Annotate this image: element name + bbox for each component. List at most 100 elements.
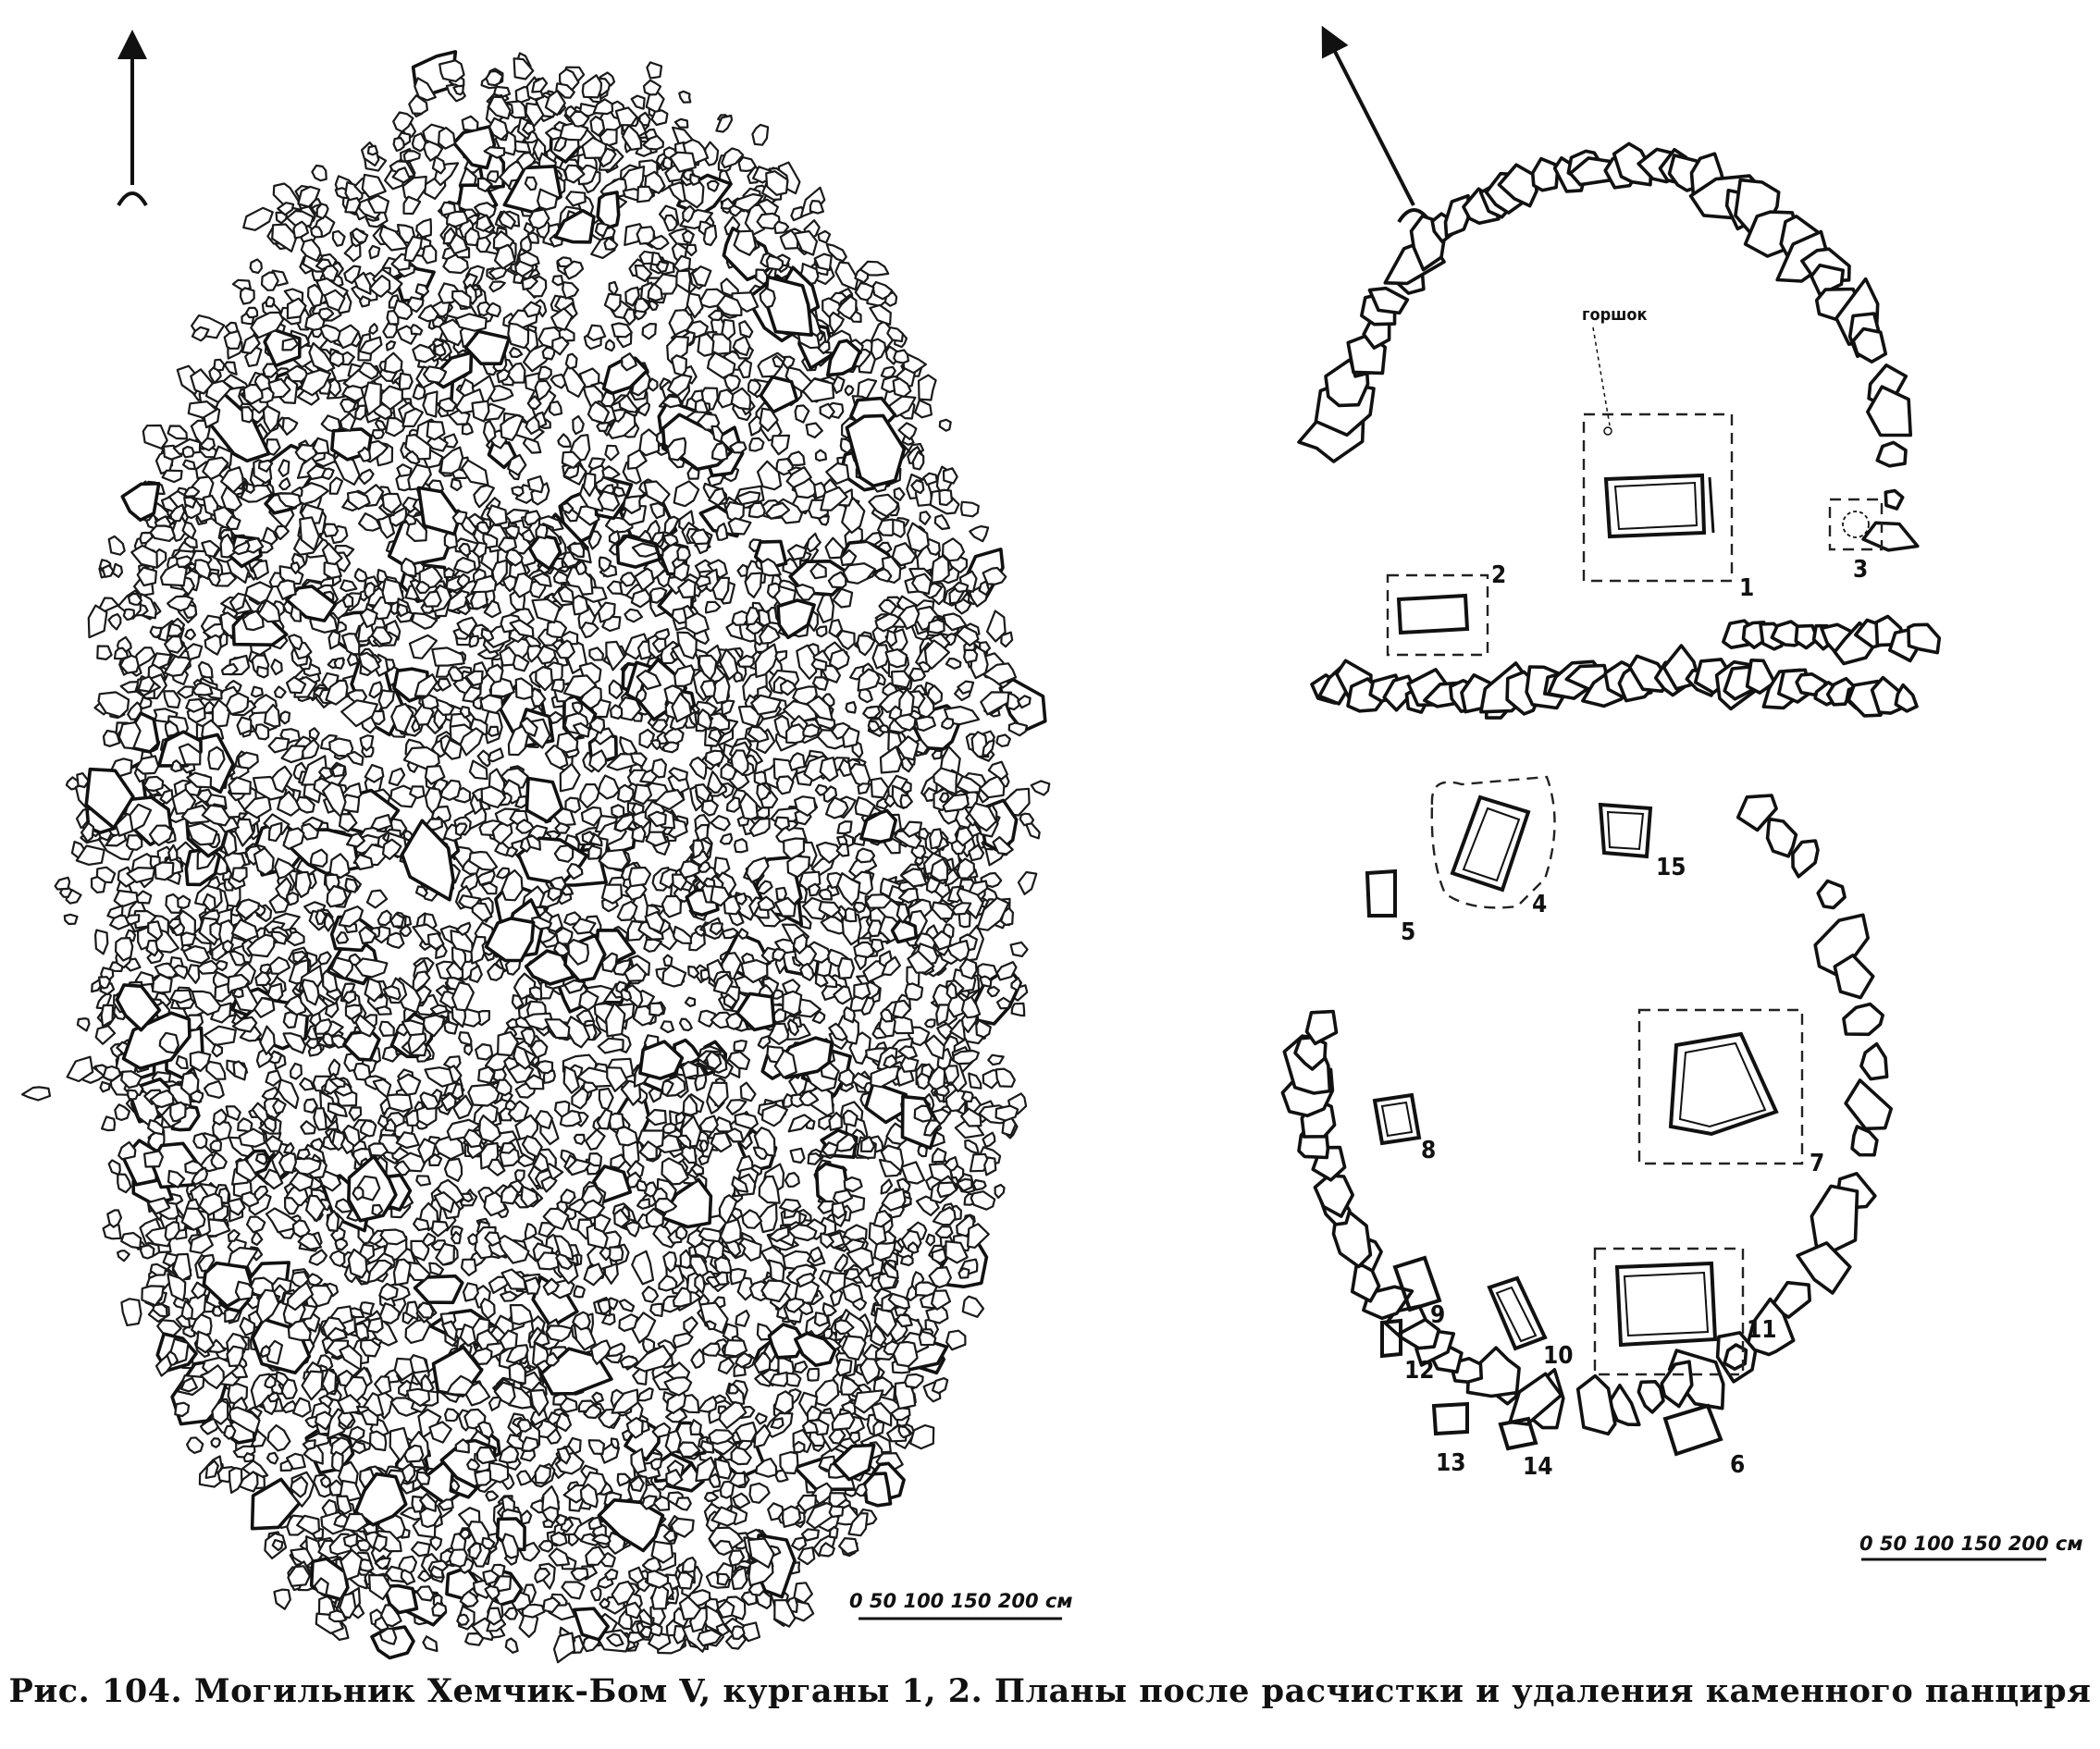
stone bbox=[957, 680, 975, 695]
stone bbox=[122, 608, 135, 622]
stone bbox=[760, 1103, 789, 1127]
stone bbox=[806, 1367, 820, 1382]
stone bbox=[321, 1368, 338, 1395]
stone bbox=[426, 420, 446, 441]
stone bbox=[331, 1450, 344, 1472]
stone bbox=[756, 807, 771, 819]
stone bbox=[471, 400, 490, 423]
stone bbox=[320, 414, 341, 434]
stone bbox=[729, 1267, 747, 1286]
stone bbox=[241, 406, 254, 424]
stone bbox=[597, 774, 621, 800]
stone bbox=[641, 1495, 658, 1510]
stone bbox=[322, 1032, 335, 1047]
stone bbox=[485, 663, 504, 684]
stone bbox=[690, 1349, 705, 1369]
stone bbox=[867, 720, 881, 733]
stone bbox=[366, 144, 379, 156]
stone bbox=[670, 1517, 695, 1538]
stone bbox=[456, 1613, 470, 1626]
stone bbox=[513, 1169, 525, 1183]
stone bbox=[290, 1062, 303, 1080]
stone bbox=[265, 1069, 282, 1087]
stone bbox=[477, 1065, 496, 1084]
stone bbox=[837, 956, 856, 979]
stone bbox=[479, 694, 504, 715]
stone bbox=[818, 888, 834, 901]
stone bbox=[793, 1582, 813, 1604]
stone bbox=[842, 562, 876, 585]
stone bbox=[924, 1034, 945, 1060]
stone bbox=[931, 1147, 947, 1164]
stone bbox=[392, 1258, 412, 1287]
stone bbox=[167, 425, 188, 440]
stone bbox=[346, 652, 360, 667]
stone bbox=[583, 1262, 605, 1287]
stone bbox=[455, 921, 472, 936]
stone bbox=[924, 1018, 936, 1028]
stone bbox=[428, 1421, 452, 1444]
stone bbox=[476, 869, 496, 886]
stone bbox=[348, 1106, 363, 1122]
stone bbox=[892, 1340, 919, 1368]
stone bbox=[604, 1568, 619, 1582]
stone bbox=[504, 1637, 519, 1654]
stone bbox=[960, 1090, 974, 1102]
stone bbox=[713, 1539, 735, 1556]
stone bbox=[845, 701, 858, 714]
stone bbox=[340, 579, 358, 593]
stone bbox=[797, 1546, 816, 1566]
stone bbox=[701, 1342, 722, 1357]
stone bbox=[149, 625, 163, 639]
stone bbox=[161, 469, 183, 484]
stone bbox=[346, 750, 364, 767]
stone bbox=[443, 1157, 463, 1182]
stone bbox=[460, 1258, 477, 1276]
stone bbox=[748, 817, 771, 838]
stone bbox=[485, 1490, 500, 1502]
stone bbox=[451, 125, 497, 170]
stone bbox=[184, 628, 197, 641]
stone bbox=[256, 665, 269, 679]
stone bbox=[618, 1299, 636, 1312]
stone bbox=[880, 1008, 894, 1023]
stone bbox=[631, 802, 645, 816]
stone bbox=[1010, 1002, 1026, 1017]
stone bbox=[231, 867, 248, 883]
stone bbox=[557, 433, 572, 448]
stone bbox=[486, 1607, 503, 1626]
stone bbox=[117, 866, 137, 888]
stone bbox=[720, 277, 740, 297]
stone bbox=[260, 271, 279, 291]
stone bbox=[117, 1140, 137, 1161]
stone bbox=[267, 736, 290, 754]
stone bbox=[610, 1153, 627, 1170]
stone bbox=[254, 723, 270, 741]
stone bbox=[186, 1436, 204, 1454]
stone bbox=[967, 1223, 990, 1249]
stone bbox=[265, 296, 276, 308]
stone bbox=[516, 1470, 533, 1486]
stone bbox=[573, 1133, 586, 1146]
stone bbox=[493, 85, 512, 98]
stone bbox=[98, 976, 112, 990]
stone bbox=[548, 400, 563, 416]
stone bbox=[139, 696, 153, 710]
stone bbox=[694, 1073, 708, 1091]
stone bbox=[938, 488, 953, 507]
stone bbox=[715, 522, 729, 541]
stone bbox=[542, 1596, 561, 1614]
stone bbox=[636, 1198, 651, 1210]
stone bbox=[922, 472, 938, 487]
stone bbox=[616, 1472, 632, 1487]
stone bbox=[853, 982, 871, 1000]
stone bbox=[727, 517, 752, 536]
stone bbox=[573, 1285, 586, 1299]
stone bbox=[207, 572, 221, 587]
stone bbox=[983, 1156, 997, 1176]
stone bbox=[807, 1152, 822, 1165]
stone bbox=[331, 764, 346, 778]
stone bbox=[628, 866, 652, 888]
stone bbox=[213, 358, 226, 372]
stone bbox=[834, 261, 859, 291]
